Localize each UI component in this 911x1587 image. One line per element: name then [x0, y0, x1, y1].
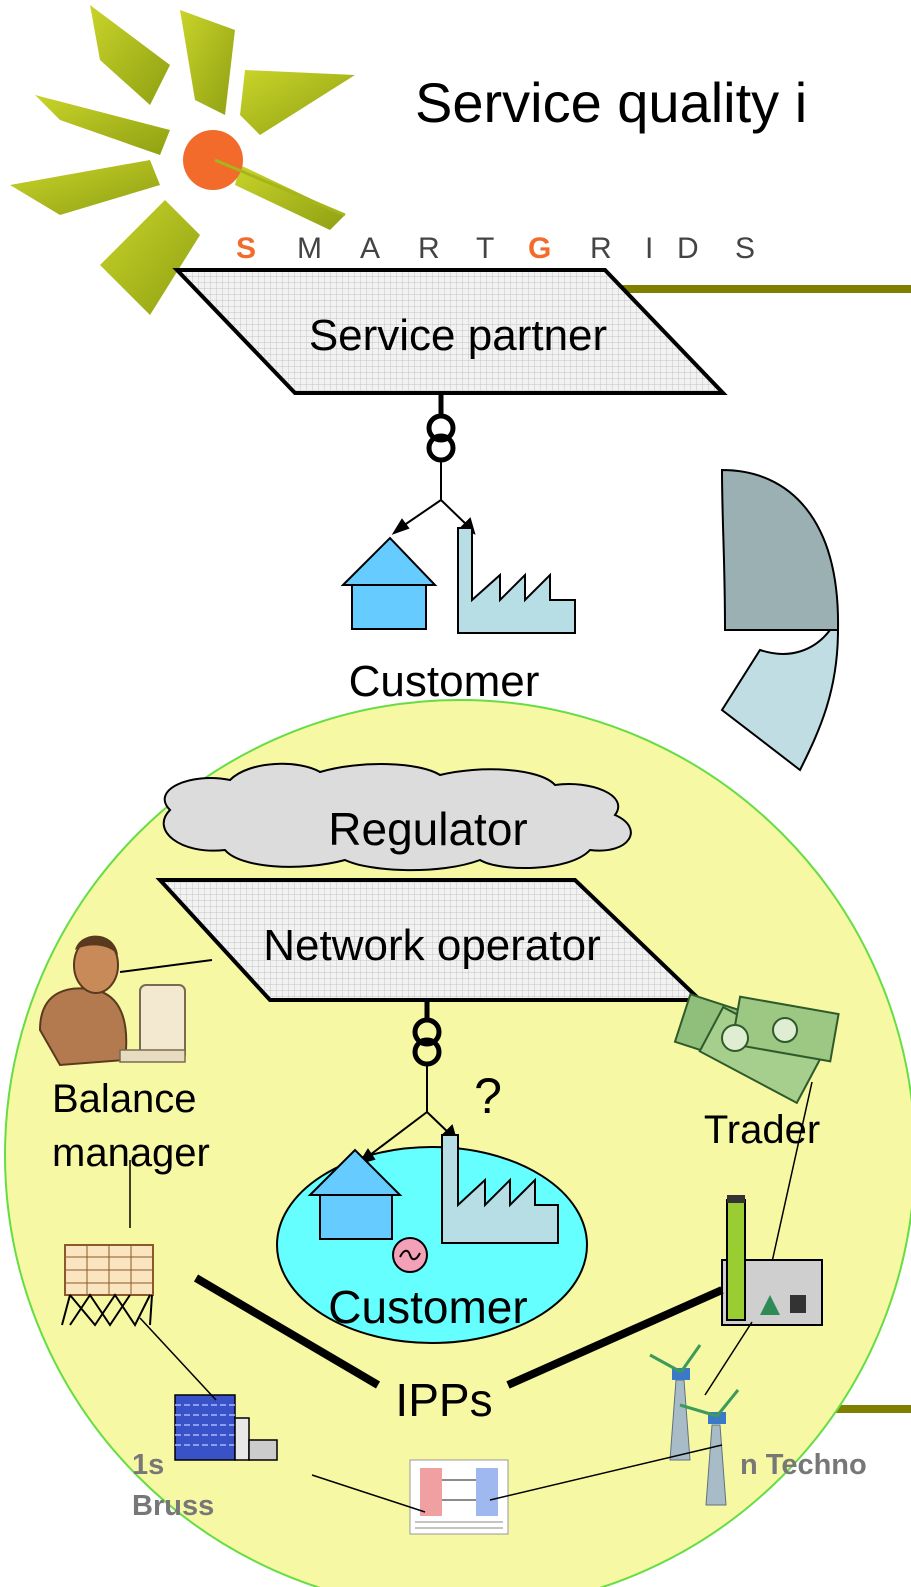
- transformer-icon-top: [426, 393, 456, 500]
- house-icon-bottom: [307, 1148, 403, 1240]
- balance-manager-label-line2: manager: [52, 1131, 210, 1175]
- smartgrids-logo: [10, 5, 355, 315]
- balance-manager-connector: [119, 959, 213, 973]
- tower-dam-connector: [139, 1317, 217, 1401]
- footer-divider: [790, 1405, 911, 1413]
- ipps-right-connector: [506, 1286, 724, 1389]
- house-icon-top: [340, 536, 438, 630]
- logo-letter-r2: R: [590, 232, 612, 265]
- regulator-cloud: Regulator: [162, 762, 632, 872]
- service-partner-label: Service partner: [309, 311, 607, 360]
- factory-icon-top: [457, 527, 576, 634]
- trader-connector: [771, 1081, 813, 1263]
- diagram-wind-connector: [489, 1444, 723, 1501]
- factory-icon-bottom: [441, 1134, 559, 1244]
- logo-letter-a: A: [360, 232, 380, 265]
- logo-letter-m: M: [297, 232, 322, 265]
- logo-letter-r: R: [418, 232, 440, 265]
- footer-left-line1: 1s: [132, 1449, 164, 1481]
- dam-diagram-connector: [311, 1474, 426, 1513]
- page-title: Service quality i: [415, 71, 807, 134]
- logo-letter-s: S: [236, 232, 256, 265]
- logo-letter-t: T: [476, 232, 494, 265]
- power-plant-icon: [721, 1195, 823, 1326]
- money-icon: [673, 992, 840, 1105]
- balance-manager-label-line1: Balance: [52, 1077, 197, 1121]
- smartgrids-wordmark: S M A R T G R I D S: [236, 232, 755, 265]
- heat-pump-diagram-icon: [409, 1459, 509, 1535]
- generator-icon: [392, 1237, 428, 1273]
- footer-right-text: n Techno: [740, 1449, 867, 1481]
- customer-label-bottom: Customer: [328, 1281, 527, 1333]
- service-partner-box: [172, 268, 728, 395]
- ipps-left-connector: [193, 1274, 381, 1389]
- person-at-computer-icon: [38, 935, 186, 1067]
- header-divider: [600, 285, 911, 293]
- network-operator-label: Network operator: [263, 921, 600, 970]
- logo-letter-s2: S: [735, 232, 755, 265]
- footer-left-line2: Bruss: [132, 1490, 214, 1522]
- question-mark: ?: [474, 1068, 502, 1124]
- logo-letter-i: I: [645, 232, 653, 265]
- logo-letter-g: G: [528, 232, 551, 265]
- trader-label: Trader: [704, 1108, 820, 1152]
- plant-wind-connector: [704, 1321, 753, 1396]
- customer-label-top: Customer: [349, 657, 540, 706]
- hydro-dam-icon: [174, 1394, 278, 1461]
- regulator-label: Regulator: [328, 803, 527, 855]
- curved-arrow-icon: [720, 468, 840, 772]
- transformer-icon-bottom: [412, 1000, 442, 1112]
- transmission-tower-icon: [61, 1244, 154, 1327]
- ipps-label: IPPs: [395, 1374, 492, 1426]
- logo-letter-d: D: [677, 232, 699, 265]
